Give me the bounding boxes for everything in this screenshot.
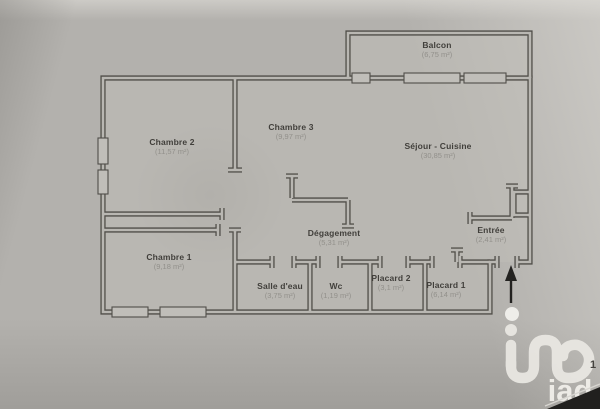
room-area: (9,18 m²) — [153, 262, 185, 271]
room-label-salle-d-eau: Salle d'eau (3,75 m²) — [257, 281, 303, 300]
room-label-chambre-2: Chambre 2 (11,57 m²) — [149, 137, 194, 156]
window-symbols — [97, 72, 507, 318]
light-reflection-dot — [505, 307, 519, 321]
room-label-sejour-cuisine: Séjour - Cuisine (30,85 m²) — [404, 141, 471, 160]
entrance-arrow-icon — [505, 265, 517, 303]
room-name: Balcon — [422, 40, 452, 50]
room-area: (6,75 m²) — [421, 50, 453, 59]
room-name: Chambre 2 — [149, 137, 195, 147]
room-area: (6,14 m²) — [430, 290, 462, 299]
room-name: Chambre 3 — [268, 122, 314, 132]
room-label-placard-2: Placard 2 (3,1 m²) — [371, 273, 410, 292]
room-name: Placard 1 — [426, 280, 466, 290]
room-area: (3,75 m²) — [264, 291, 296, 300]
room-label-degagement: Dégagement (5,31 m²) — [308, 228, 361, 247]
room-name: Entrée — [477, 225, 505, 235]
iad-logo-mark — [505, 324, 595, 384]
room-name: Placard 2 — [371, 273, 411, 283]
room-area: (11,57 m²) — [154, 147, 190, 156]
room-area: (2,41 m²) — [475, 235, 507, 244]
room-area: (30,85 m²) — [420, 151, 456, 160]
room-name: Séjour - Cuisine — [404, 141, 472, 151]
walls-core — [101, 31, 532, 314]
room-label-chambre-3: Chambre 3 (9,97 m²) — [268, 122, 313, 141]
room-label-entree: Entrée (2,41 m²) — [476, 225, 506, 244]
room-name: Chambre 1 — [146, 252, 192, 262]
room-label-wc: Wc (1,19 m²) — [321, 281, 351, 300]
room-area: (1,19 m²) — [320, 291, 352, 300]
room-name: Wc — [329, 281, 343, 291]
room-label-placard-1: Placard 1 (6,14 m²) — [426, 280, 465, 299]
room-area: (5,31 m²) — [318, 238, 350, 247]
room-label-balcon: Balcon (6,75 m²) — [422, 40, 452, 59]
room-area: (9,97 m²) — [275, 132, 307, 141]
room-area: (3,1 m²) — [377, 283, 405, 292]
room-label-chambre-1: Chambre 1 (9,18 m²) — [146, 252, 191, 271]
room-name: Dégagement — [307, 228, 361, 238]
paper-shadow-edge — [544, 383, 600, 409]
page-number-partial: 1 — [590, 359, 596, 371]
floor-area-fill — [103, 33, 530, 312]
room-name: Salle d'eau — [257, 281, 303, 291]
